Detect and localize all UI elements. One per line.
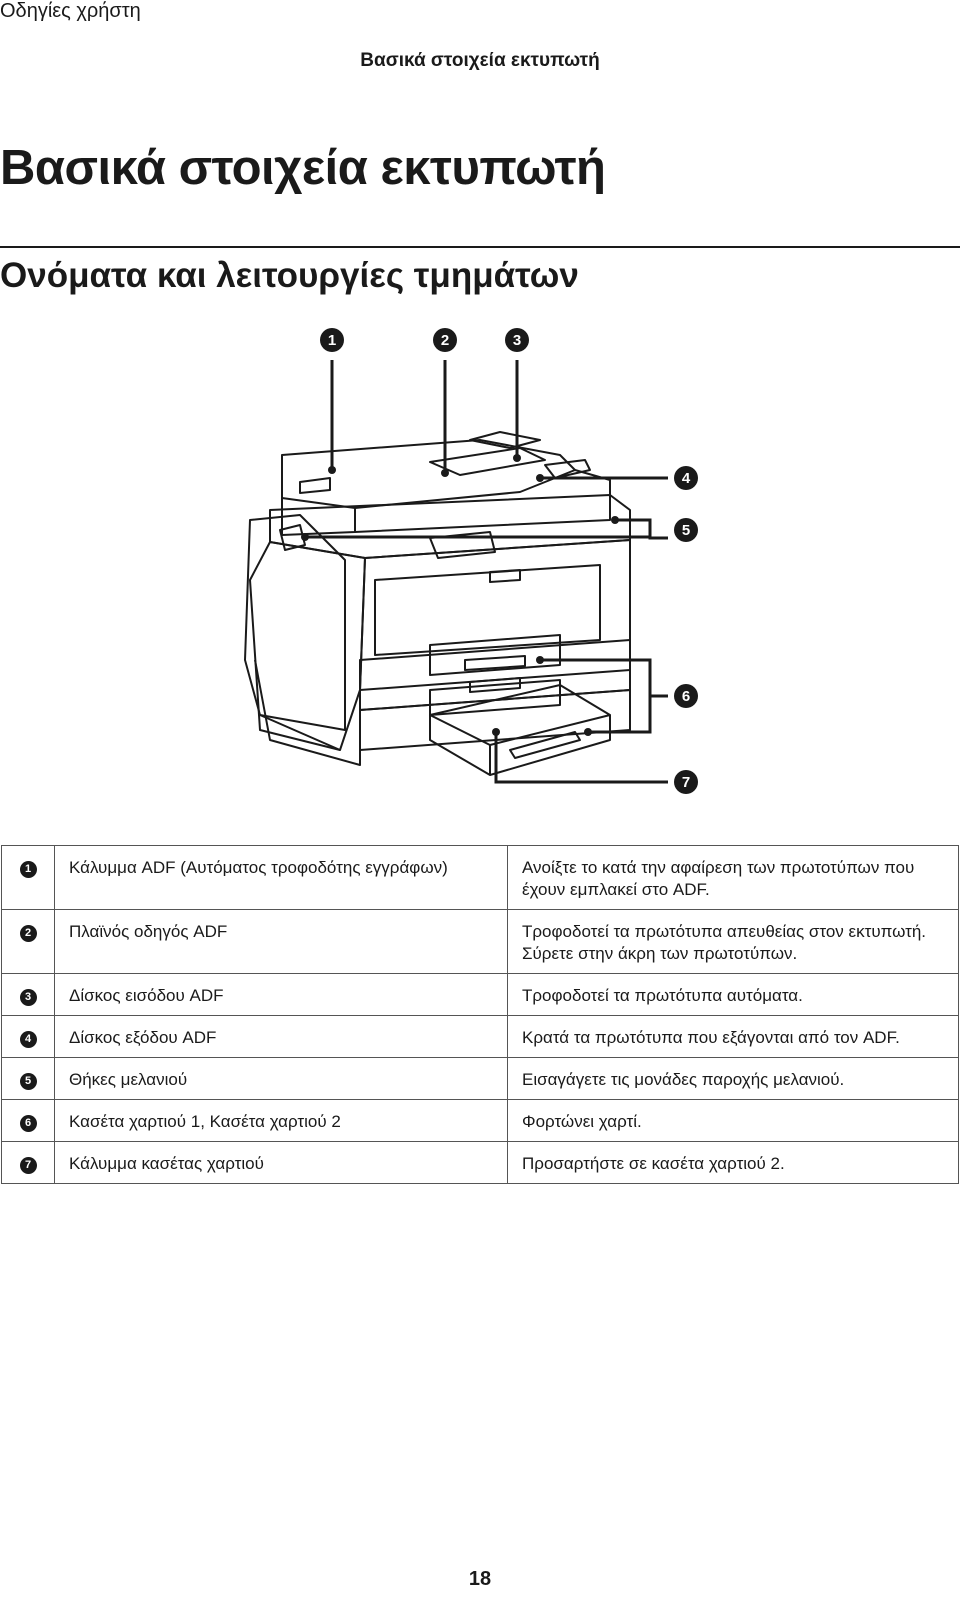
callout-4: 4 xyxy=(674,466,698,490)
page-title: Βασικά στοιχεία εκτυπωτή xyxy=(0,141,606,195)
part-description: Κρατά τα πρωτότυπα που εξάγονται από τον… xyxy=(507,1015,959,1058)
part-number-badge: 2 xyxy=(19,925,37,943)
callout-7: 7 xyxy=(674,770,698,794)
callout-1: 1 xyxy=(320,328,344,352)
svg-text:6: 6 xyxy=(682,688,690,705)
svg-text:7: 7 xyxy=(682,774,690,791)
part-description: Τροφοδοτεί τα πρωτότυπα αυτόματα. xyxy=(507,973,959,1016)
table-row: 6 Κασέτα χαρτιού 1, Κασέτα χαρτιού 2 Φορ… xyxy=(1,1099,959,1142)
part-number-badge: 7 xyxy=(19,1157,37,1175)
callout-3: 3 xyxy=(505,328,529,352)
callout-5: 5 xyxy=(674,518,698,542)
part-description: Φορτώνει χαρτί. xyxy=(507,1099,959,1142)
svg-text:4: 4 xyxy=(682,470,691,487)
part-number-badge: 6 xyxy=(19,1115,37,1133)
part-number-badge: 1 xyxy=(19,861,37,879)
part-description: Ανοίξτε το κατά την αφαίρεση των πρωτοτύ… xyxy=(507,845,959,910)
manual-title: Οδηγίες χρήστη xyxy=(0,0,141,22)
table-row: 4 Δίσκος εξόδου ADF Κρατά τα πρωτότυπα π… xyxy=(1,1015,959,1058)
table-row: 2 Πλαϊνός οδηγός ADF Τροφοδοτεί τα πρωτό… xyxy=(1,909,959,974)
callout-6: 6 xyxy=(674,684,698,708)
table-row: 3 Δίσκος εισόδου ADF Τροφοδοτεί τα πρωτό… xyxy=(1,973,959,1016)
section-title: Ονόματα και λειτουργίες τμημάτων xyxy=(0,256,579,295)
part-description: Τροφοδοτεί τα πρωτότυπα απευθείας στον ε… xyxy=(507,909,959,974)
part-name: Πλαϊνός οδηγός ADF xyxy=(54,909,508,974)
table-row: 1 Κάλυμμα ADF (Αυτόματος τροφοδότης εγγρ… xyxy=(1,845,959,910)
table-row: 7 Κάλυμμα κασέτας χαρτιού Προσαρτήστε σε… xyxy=(1,1141,959,1184)
svg-text:3: 3 xyxy=(513,332,521,349)
chapter-title: Βασικά στοιχεία εκτυπωτή xyxy=(360,50,600,71)
part-name: Δίσκος εξόδου ADF xyxy=(54,1015,508,1058)
part-name: Θήκες μελανιού xyxy=(54,1057,508,1100)
page-number: 18 xyxy=(468,1568,492,1590)
part-number-badge: 3 xyxy=(19,989,37,1007)
printer-illustration: 1 2 3 4 5 6 7 xyxy=(244,328,698,794)
part-name: Κασέτα χαρτιού 1, Κασέτα χαρτιού 2 xyxy=(54,1099,508,1142)
part-description: Εισαγάγετε τις μονάδες παροχής μελανιού. xyxy=(507,1057,959,1100)
parts-table: 1 Κάλυμμα ADF (Αυτόματος τροφοδότης εγγρ… xyxy=(1,845,959,1184)
table-row: 5 Θήκες μελανιού Εισαγάγετε τις μονάδες … xyxy=(1,1057,959,1100)
part-number-badge: 5 xyxy=(19,1073,37,1091)
part-number-badge: 4 xyxy=(19,1031,37,1049)
svg-text:2: 2 xyxy=(441,332,449,349)
svg-text:5: 5 xyxy=(682,522,690,539)
part-name: Δίσκος εισόδου ADF xyxy=(54,973,508,1016)
part-name: Κάλυμμα ADF (Αυτόματος τροφοδότης εγγράφ… xyxy=(54,845,508,910)
part-name: Κάλυμμα κασέτας χαρτιού xyxy=(54,1141,508,1184)
svg-text:1: 1 xyxy=(328,332,336,349)
callout-2: 2 xyxy=(433,328,457,352)
part-description: Προσαρτήστε σε κασέτα χαρτιού 2. xyxy=(507,1141,959,1184)
title-divider xyxy=(0,246,960,248)
